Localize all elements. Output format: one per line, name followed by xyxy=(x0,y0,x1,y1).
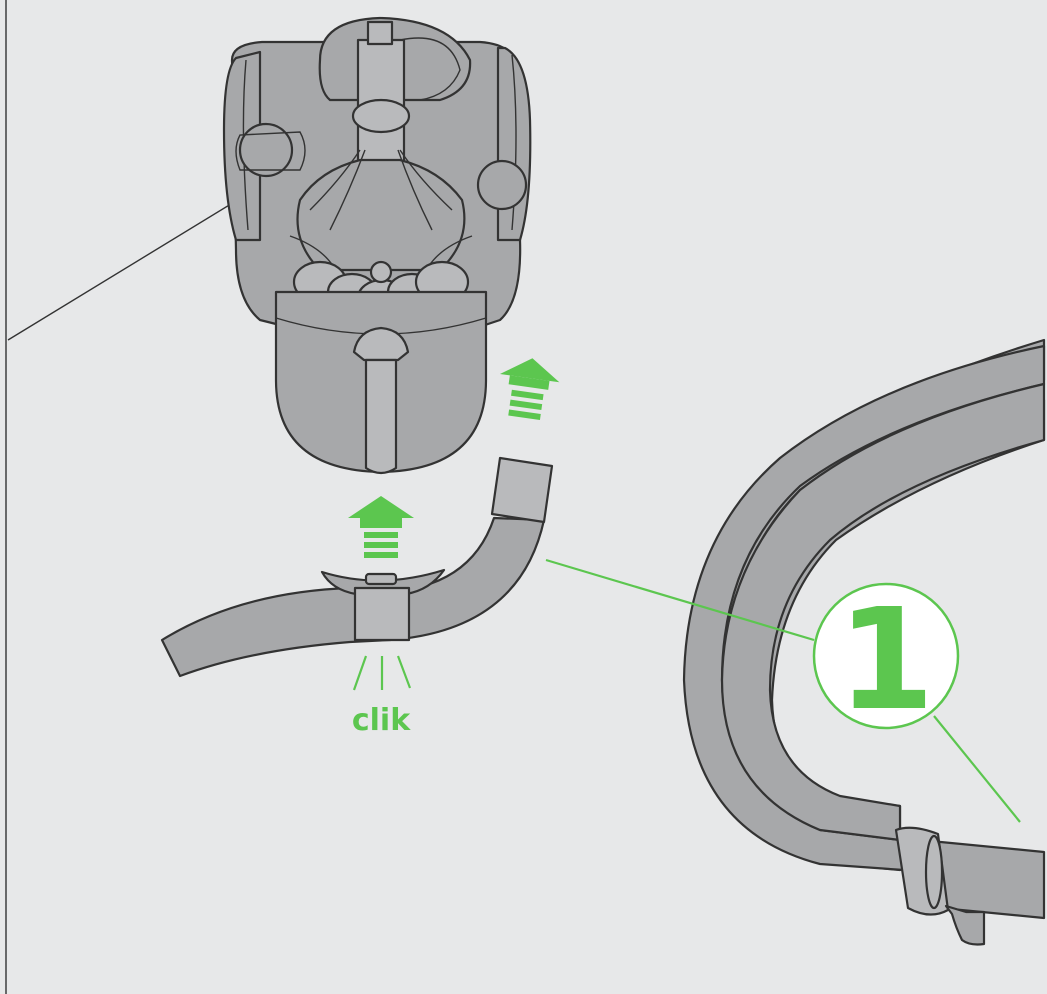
click-sound-lines xyxy=(354,656,410,690)
step-number: 1 xyxy=(837,579,934,742)
click-sound-label: clik xyxy=(352,703,411,738)
cyclone-body xyxy=(224,18,530,473)
leader-line-hose xyxy=(934,716,1020,822)
hose-clip-assembly xyxy=(162,458,552,676)
up-arrow-right xyxy=(494,354,562,422)
up-arrow-center xyxy=(348,496,414,558)
